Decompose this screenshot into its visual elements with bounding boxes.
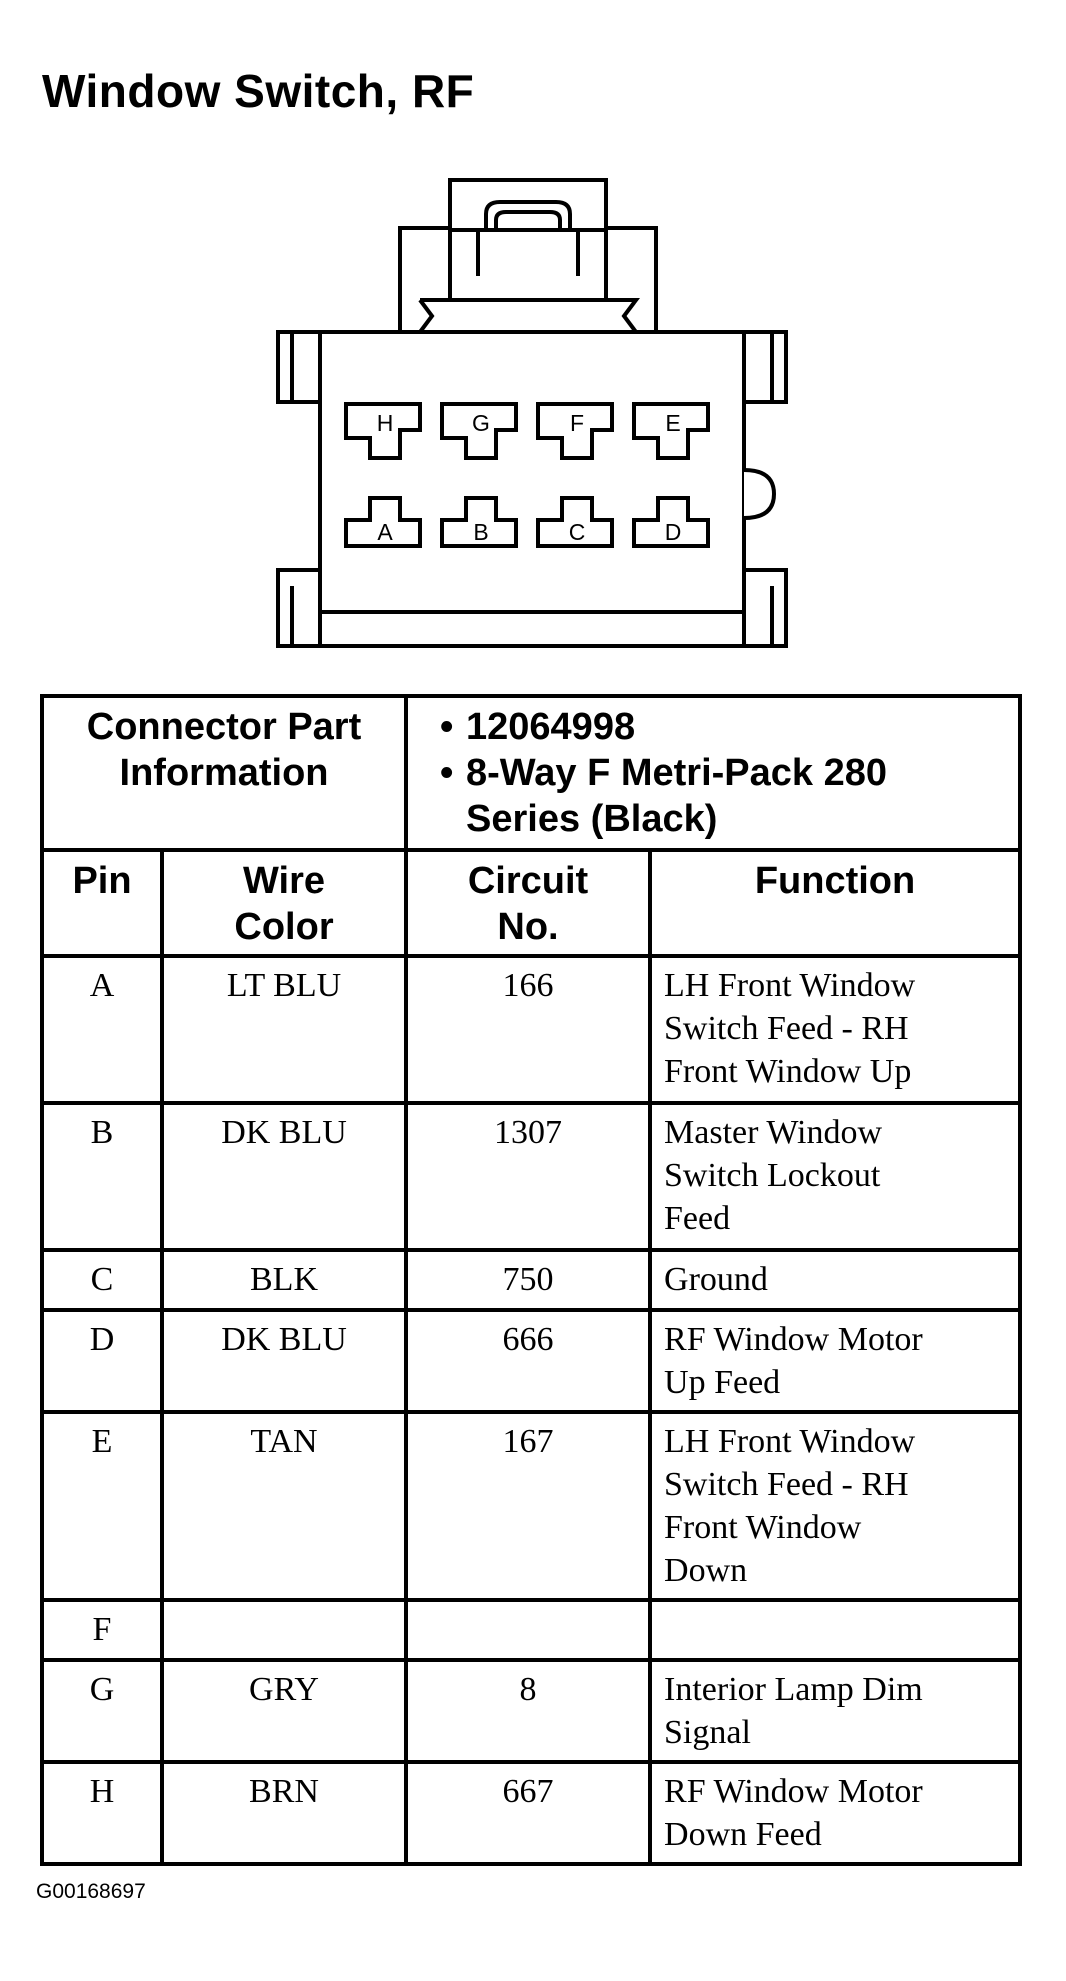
function-cell: Interior Lamp Dim Signal — [648, 1658, 1023, 1764]
table-row: B DK BLU 1307 Master Window Switch Locko… — [40, 1101, 1023, 1252]
pin-cell: F — [40, 1598, 164, 1662]
table-row: F — [40, 1598, 1023, 1662]
circuit-cell: 8 — [404, 1658, 653, 1764]
part-description-cont: Series (Black) — [466, 798, 718, 840]
pin-label-g: G — [472, 410, 490, 436]
table-row: C BLK 750 Ground — [40, 1248, 1023, 1312]
pin-cavity-c — [536, 496, 614, 548]
pin-cell: G — [40, 1658, 164, 1764]
wire-color-cell: DK BLU — [159, 1308, 409, 1414]
wire-color-cell: TAN — [159, 1410, 409, 1602]
wire-color-cell: BRN — [159, 1760, 409, 1866]
function-cell: Master Window Switch Lockout Feed — [648, 1101, 1023, 1252]
pin-cavity-a — [344, 496, 422, 548]
pin-cavity-g — [440, 402, 518, 460]
circuit-cell: 166 — [404, 954, 653, 1105]
pin-cell: C — [40, 1248, 164, 1312]
table-row: H BRN 667 RF Window Motor Down Feed — [40, 1760, 1023, 1866]
pin-label-f: F — [570, 410, 584, 436]
pin-cavity-e — [632, 402, 710, 460]
header-circuit-no: Circuit No. — [404, 848, 653, 958]
connector-face-diagram: H G F E A B C D — [276, 178, 788, 648]
circuit-cell — [404, 1598, 653, 1662]
pin-cavity-f — [536, 402, 614, 460]
header-function: Function — [648, 848, 1023, 958]
table-row: A LT BLU 166 LH Front Window Switch Feed… — [40, 954, 1023, 1105]
circuit-cell: 667 — [404, 1760, 653, 1866]
part-number: 12064998 — [440, 704, 1008, 750]
header-wire-color: Wire Color — [159, 848, 409, 958]
header-row: Pin Wire Color Circuit No. Function — [40, 848, 1023, 958]
part-info-label: Connector Part Information — [39, 694, 409, 852]
pin-label-a: A — [377, 519, 393, 545]
circuit-cell: 1307 — [404, 1101, 653, 1252]
table-row: G GRY 8 Interior Lamp Dim Signal — [40, 1658, 1023, 1764]
pin-cell: B — [40, 1101, 164, 1252]
pin-cell: H — [40, 1760, 164, 1866]
function-cell: LH Front Window Switch Feed - RH Front W… — [648, 1410, 1023, 1602]
pin-cell: D — [40, 1308, 164, 1414]
pin-label-d: D — [665, 519, 682, 545]
table-row: D DK BLU 666 RF Window Motor Up Feed — [40, 1308, 1023, 1414]
wire-color-cell: LT BLU — [159, 954, 409, 1105]
wire-color-cell — [159, 1598, 409, 1662]
part-description: 8-Way F Metri-Pack 280 — [440, 750, 1008, 796]
pin-cavity-h — [344, 402, 422, 460]
pin-cell: E — [40, 1410, 164, 1602]
function-cell: RF Window Motor Up Feed — [648, 1308, 1023, 1414]
function-cell: Ground — [648, 1248, 1023, 1312]
diagram-title: Window Switch, RF — [42, 65, 475, 117]
wire-color-cell: DK BLU — [159, 1101, 409, 1252]
circuit-cell: 750 — [404, 1248, 653, 1312]
circuit-cell: 666 — [404, 1308, 653, 1414]
figure-id: G00168697 — [36, 1880, 146, 1903]
header-pin: Pin — [40, 848, 164, 958]
pin-cell: A — [40, 954, 164, 1105]
table-row: E TAN 167 LH Front Window Switch Feed - … — [40, 1410, 1023, 1602]
pin-label-c: C — [569, 519, 586, 545]
part-info-row: Connector Part Information 12064998 8-Wa… — [39, 694, 1023, 852]
function-cell — [648, 1598, 1023, 1662]
pin-label-e: E — [665, 410, 680, 436]
pin-cavity-d — [632, 496, 710, 548]
part-info-values: 12064998 8-Way F Metri-Pack 280 Series (… — [404, 694, 1023, 852]
function-cell: LH Front Window Switch Feed - RH Front W… — [648, 954, 1023, 1105]
pin-label-h: H — [377, 410, 394, 436]
pin-label-b: B — [473, 519, 488, 545]
wire-color-cell: GRY — [159, 1658, 409, 1764]
circuit-cell: 167 — [404, 1410, 653, 1602]
function-cell: RF Window Motor Down Feed — [648, 1760, 1023, 1866]
wire-color-cell: BLK — [159, 1248, 409, 1312]
connector-pinout-table: Connector Part Information 12064998 8-Wa… — [39, 694, 1023, 1866]
pin-cavity-b — [440, 496, 518, 548]
